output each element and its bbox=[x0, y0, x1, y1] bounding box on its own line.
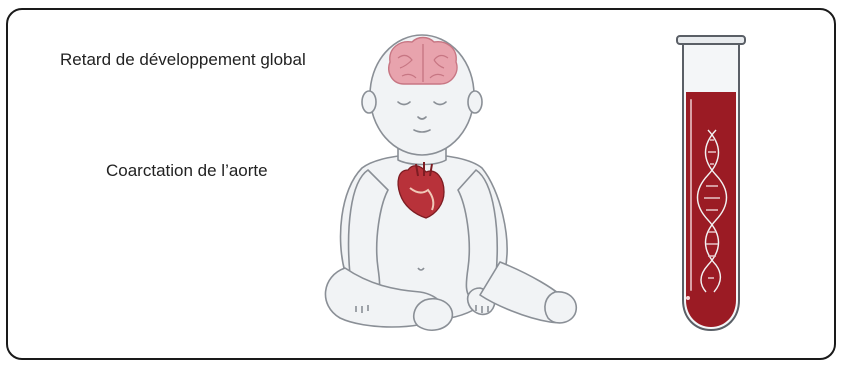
brain-icon bbox=[389, 38, 457, 85]
blood-test-tube-icon bbox=[677, 36, 745, 330]
